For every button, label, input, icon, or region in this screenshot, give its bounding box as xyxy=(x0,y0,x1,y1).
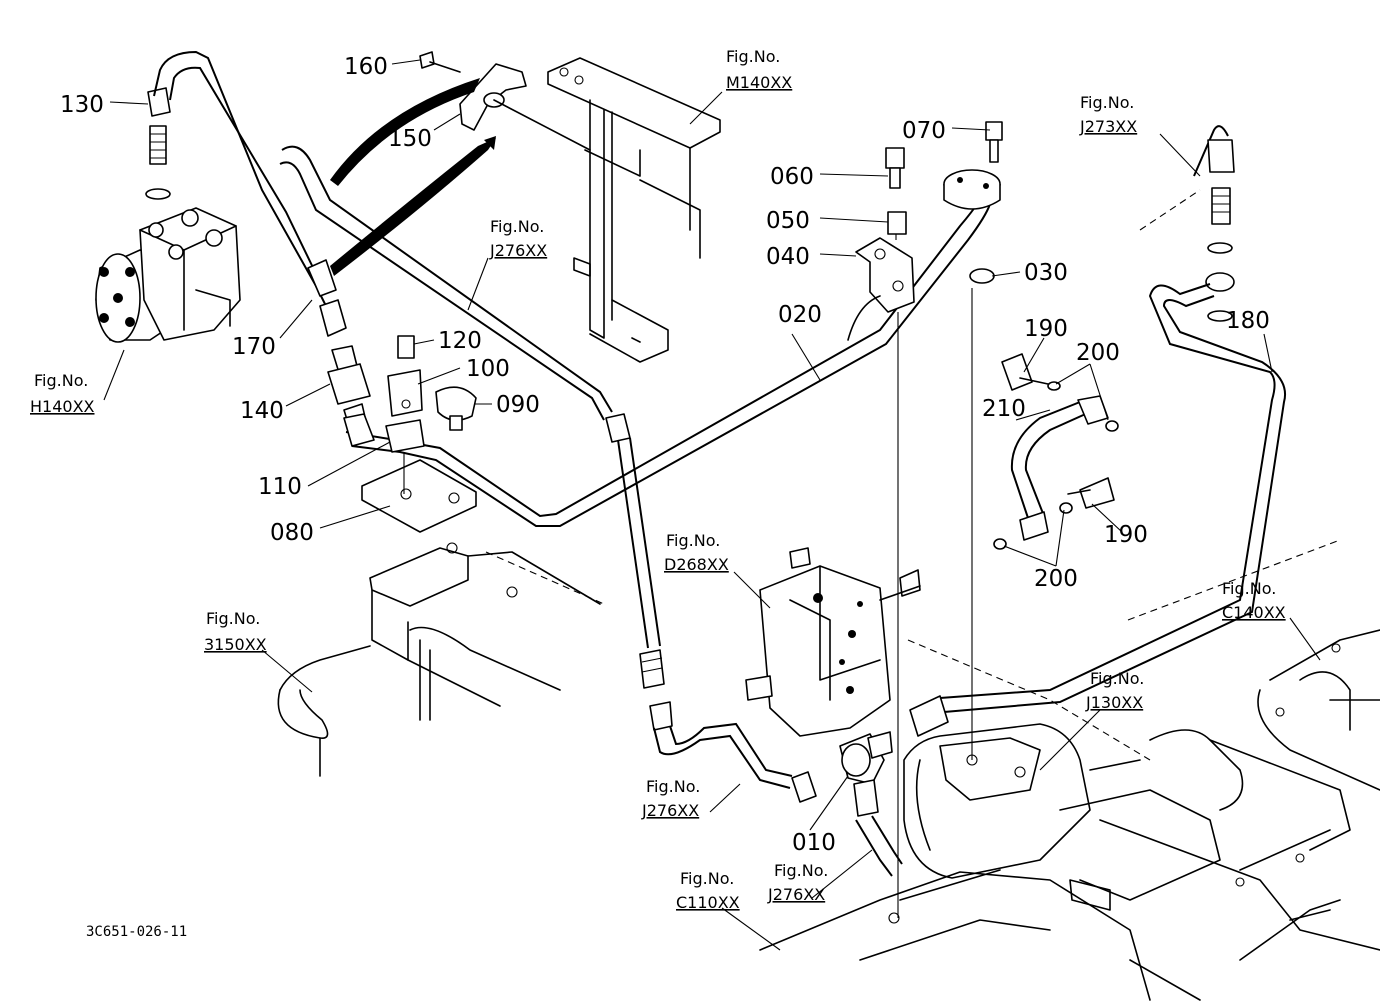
svg-text:H140XX: H140XX xyxy=(30,397,95,416)
fig-ref-h140: Fig.No. H140XX xyxy=(30,371,95,416)
drawing-code: 3C651-026-11 xyxy=(86,924,187,940)
control-valve xyxy=(745,547,921,737)
fig-ref-j276-left: Fig.No. J276XX xyxy=(641,777,700,820)
svg-text:M140XX: M140XX xyxy=(726,73,792,92)
label-020: 020 xyxy=(778,302,822,328)
clamp-cluster xyxy=(343,335,477,533)
label-210: 210 xyxy=(982,396,1026,422)
fig-ref-c110: Fig.No. C110XX xyxy=(676,869,740,912)
svg-text:3150XX: 3150XX xyxy=(204,635,267,654)
elbow-010 xyxy=(839,731,903,877)
label-100: 100 xyxy=(466,356,510,382)
svg-text:Fig.No.: Fig.No. xyxy=(646,777,700,796)
fig-references: Fig.No. M140XX Fig.No. J273XX Fig.No. J2… xyxy=(30,47,1286,912)
label-200-bottom: 200 xyxy=(1034,566,1078,592)
fig-ref-j130: Fig.No. J130XX xyxy=(1085,669,1144,712)
svg-text:C140XX: C140XX xyxy=(1222,603,1286,622)
pipe-020 xyxy=(345,169,1001,527)
part-labels: 130 160 150 170 140 120 100 090 110 080 … xyxy=(60,54,1270,856)
label-190-top: 190 xyxy=(1024,316,1068,342)
label-010: 010 xyxy=(792,830,836,856)
fig-ref-c140: Fig.No. C140XX xyxy=(1222,579,1286,622)
svg-text:Fig.No.: Fig.No. xyxy=(1222,579,1276,598)
svg-text:Fig.No.: Fig.No. xyxy=(1080,93,1134,112)
label-140: 140 xyxy=(240,398,284,424)
pipe-steering xyxy=(153,50,347,337)
fitting-130 xyxy=(145,87,171,200)
pipe-j276-top xyxy=(279,145,817,803)
mount-column xyxy=(847,121,1003,918)
label-120: 120 xyxy=(438,328,482,354)
bracket-150-160 xyxy=(330,51,591,276)
svg-text:J276XX: J276XX xyxy=(489,241,547,260)
label-090: 090 xyxy=(496,392,540,418)
label-110: 110 xyxy=(258,474,302,500)
svg-text:Fig.No.: Fig.No. xyxy=(680,869,734,888)
label-070: 070 xyxy=(902,118,946,144)
label-160: 160 xyxy=(344,54,388,80)
leader-lines xyxy=(103,59,1321,951)
label-190-bottom: 190 xyxy=(1104,522,1148,548)
label-130: 130 xyxy=(60,92,104,118)
label-080: 080 xyxy=(270,520,314,546)
fig-ref-3150: Fig.No. 3150XX xyxy=(204,609,267,654)
svg-text:Fig.No.: Fig.No. xyxy=(34,371,88,390)
svg-text:Fig.No.: Fig.No. xyxy=(1090,669,1144,688)
fig-ref-m140: Fig.No. M140XX xyxy=(726,47,792,92)
pipe-180 xyxy=(909,125,1286,737)
label-180: 180 xyxy=(1226,308,1270,334)
svg-text:J276XX: J276XX xyxy=(767,885,825,904)
label-200-top: 200 xyxy=(1076,340,1120,366)
svg-text:Fig.No.: Fig.No. xyxy=(774,861,828,880)
fig-ref-d268: Fig.No. D268XX xyxy=(664,531,729,574)
svg-text:J130XX: J130XX xyxy=(1085,693,1143,712)
svg-text:C110XX: C110XX xyxy=(676,893,740,912)
fig-ref-j276-bottom: Fig.No. J276XX xyxy=(767,861,828,904)
background-structure xyxy=(277,57,1380,1001)
label-060: 060 xyxy=(770,164,814,190)
fig-ref-j273: Fig.No. J273XX xyxy=(1079,93,1137,136)
svg-text:J273XX: J273XX xyxy=(1079,117,1137,136)
svg-text:D268XX: D268XX xyxy=(664,555,729,574)
label-170: 170 xyxy=(232,334,276,360)
svg-text:Fig.No.: Fig.No. xyxy=(206,609,260,628)
label-040: 040 xyxy=(766,244,810,270)
svg-text:Fig.No.: Fig.No. xyxy=(490,217,544,236)
svg-text:J276XX: J276XX xyxy=(641,801,699,820)
fig-ref-j276-top: Fig.No. J276XX xyxy=(489,217,547,260)
label-030: 030 xyxy=(1024,260,1068,286)
svg-text:Fig.No.: Fig.No. xyxy=(726,47,780,66)
pipe-210 xyxy=(993,353,1119,550)
steering-unit xyxy=(95,207,241,343)
label-150: 150 xyxy=(388,126,432,152)
label-050: 050 xyxy=(766,208,810,234)
svg-text:Fig.No.: Fig.No. xyxy=(666,531,720,550)
